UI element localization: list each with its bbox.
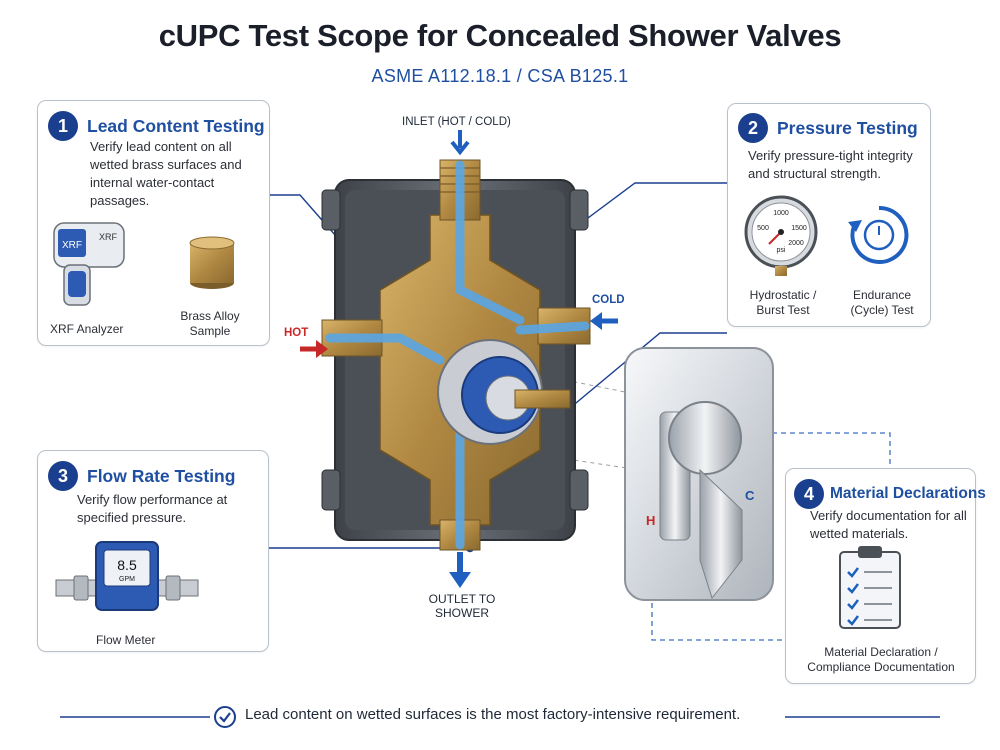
flow-meter-icon: 8.5 GPM [55,541,199,611]
card-material-declarations: 4 Material Declarations Verify documenta… [785,468,986,684]
footer-note: Lead content on wetted surfaces is the m… [0,700,1000,730]
trim-cold-label: C [745,488,755,503]
card-pressure-testing: 2 Pressure Testing Verify pressure-tight… [727,103,931,327]
card-flow-rate: 3 Flow Rate Testing Verify flow performa… [37,450,269,652]
brass-sample-icon [189,236,235,289]
valve-body [321,159,591,551]
material-declaration-caption: Material Declaration / Compliance Docume… [807,645,955,674]
gauge-tick: 1000 [773,210,789,217]
step-number: 3 [48,461,78,491]
step-number: 1 [48,111,78,141]
card-title: Pressure Testing [777,117,918,138]
card-title: Material Declarations [830,485,986,502]
card-description: Verify flow performance at specified pre… [77,492,228,525]
footer-text: Lead content on wetted surfaces is the m… [245,706,741,723]
card-description: Verify lead content on all wetted brass … [90,139,242,208]
endurance-caption: Endurance (Cycle) Test [850,288,914,317]
step-number: 2 [738,113,768,143]
step-number: 4 [794,479,824,509]
cold-inlet-label: COLD [592,294,625,306]
flow-meter-caption: Flow Meter [96,633,156,647]
xrf-brand-text: XRF [99,232,118,242]
card-lead-content: 1 Lead Content Testing Verify lead conte… [37,100,270,346]
inlet-label: INLET (HOT / COLD) [402,116,511,128]
card-title: Flow Rate Testing [87,465,236,486]
xrf-screen-text: XRF [62,240,82,251]
hot-inlet-label: HOT [284,327,309,339]
clipboard-checklist-icon [839,546,901,629]
gauge-tick: 500 [757,225,769,232]
trim-plate [624,347,774,601]
footer-rule-left [60,716,210,718]
outlet-label: OUTLET TO SHOWER [428,592,496,620]
cycle-icon [848,205,909,264]
gauge-unit: psi [777,247,786,254]
xrf-analyzer-icon: XRF XRF [53,222,125,306]
page-title: cUPC Test Scope for Concealed Shower Val… [158,18,842,53]
card-description: Verify documentation for all wetted mate… [810,508,967,541]
gauge-tick: 1500 [791,225,807,232]
trim-hot-label: H [646,513,656,528]
hydrostatic-caption: Hydrostatic / Burst Test [749,288,817,317]
check-circle-icon [214,706,236,728]
pressure-gauge-icon: 1000 500 1500 2000 psi [744,195,818,276]
flow-display-value: 8.5 [117,557,137,573]
standard-subtitle: ASME A112.18.1 / CSA B125.1 [371,66,629,86]
xrf-analyzer-caption: XRF Analyzer [50,322,124,336]
gauge-tick: 2000 [788,240,804,247]
connector-cartridge [569,332,727,409]
card-description: Verify pressure-tight integrity and stru… [748,148,913,181]
trim-dashed-connector [651,432,891,641]
flow-arrows [300,130,618,588]
brass-sample-caption: Brass Alloy Sample [180,309,240,338]
flow-display-unit: GPM [119,576,135,583]
card-title: Lead Content Testing [87,115,265,136]
footer-rule-right [785,716,940,718]
